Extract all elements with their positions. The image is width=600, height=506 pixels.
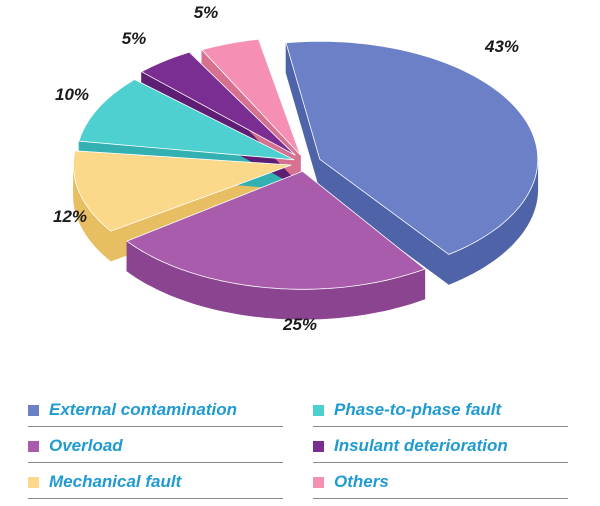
legend-label: External contamination	[49, 400, 237, 419]
legend-swatch	[28, 404, 39, 416]
legend-divider	[313, 462, 568, 463]
pie-value-label: 25%	[282, 315, 317, 334]
pie-slice-overload	[126, 170, 426, 290]
legend-label: Overload	[49, 436, 123, 455]
pie-value-labels: 43% 25% 12% 10% 5% 5%	[53, 3, 519, 334]
legend-item: Others	[313, 469, 389, 495]
pie-slice-others	[201, 38, 301, 156]
legend-divider	[313, 498, 568, 499]
legend-label: Mechanical fault	[49, 472, 182, 491]
legend-item: Mechanical fault	[28, 469, 181, 495]
legend-label: Others	[334, 472, 389, 491]
legend-item: External contamination	[28, 397, 237, 423]
legend-swatch	[28, 440, 39, 452]
pie-value-label: 5%	[122, 29, 147, 48]
legend-divider	[28, 462, 283, 463]
pie-value-label: 43%	[484, 37, 519, 56]
legend-divider	[28, 426, 283, 427]
pie-slice-external-contamination	[285, 40, 539, 255]
pie-slice-insulant-deterioration	[140, 51, 296, 156]
pie-value-label: 5%	[194, 3, 219, 22]
legend-swatch	[313, 476, 324, 488]
legend-swatch	[313, 404, 324, 416]
legend-item: Insulant deterioration	[313, 433, 508, 459]
pie-chart: 43% 25% 12% 10% 5% 5%	[53, 3, 539, 334]
legend-divider	[28, 498, 283, 499]
legend-item: Overload	[28, 433, 123, 459]
legend-swatch	[28, 476, 39, 488]
pie-slice-phase-to-phase-fault	[78, 79, 295, 161]
legend-label: Insulant deterioration	[334, 436, 508, 455]
legend-divider	[313, 426, 568, 427]
legend-swatch	[313, 440, 324, 452]
legend-item: Phase-to-phase fault	[313, 397, 501, 423]
pie-slices	[73, 38, 539, 320]
pie-value-label: 12%	[53, 207, 87, 226]
pie-slice-mechanical-fault	[73, 150, 292, 232]
pie-value-label: 10%	[55, 85, 89, 104]
legend-label: Phase-to-phase fault	[334, 400, 502, 419]
